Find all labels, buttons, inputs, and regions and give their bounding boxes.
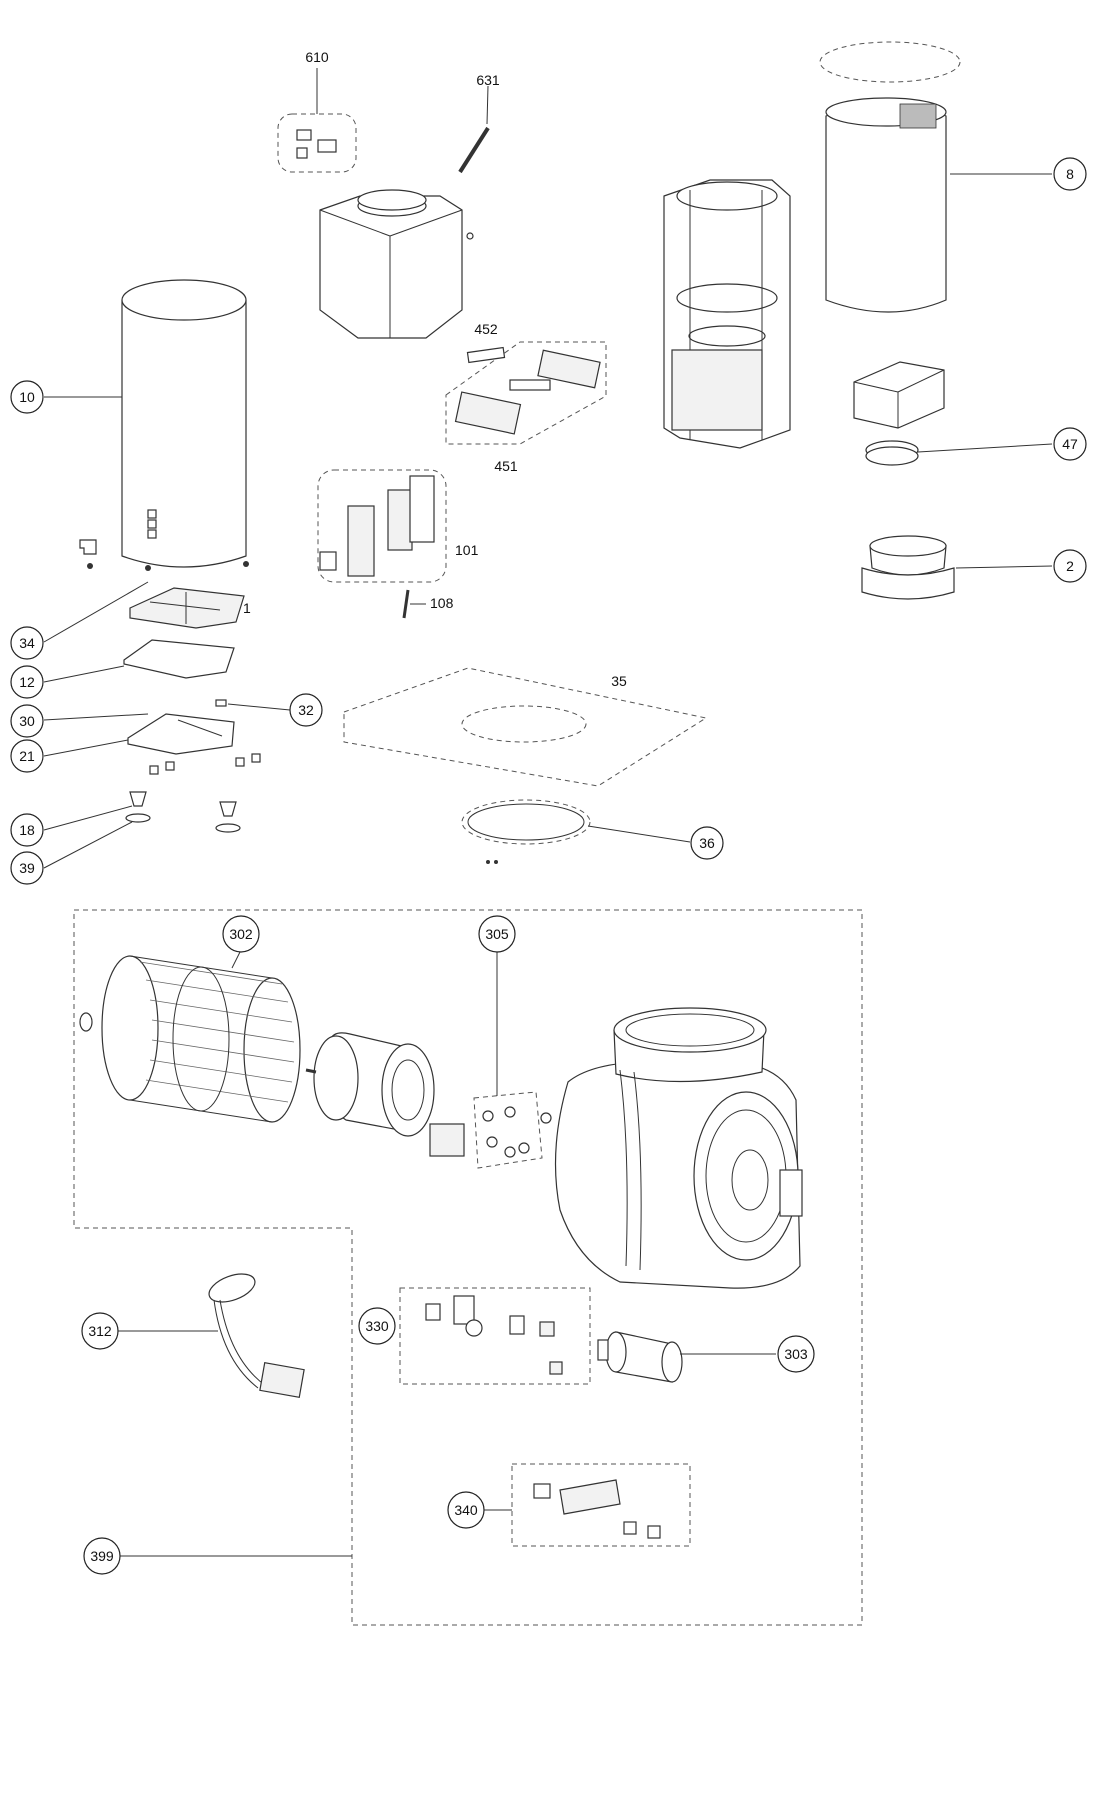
- part-chimney-clip: [79, 539, 249, 571]
- callout-34-leader: [43, 581, 149, 643]
- part-top-ring: [819, 41, 961, 83]
- callout-10: 10: [19, 389, 35, 405]
- callout-30: 30: [19, 713, 35, 729]
- part-340-motor-board: [484, 1463, 691, 1547]
- callout-451: 451: [494, 458, 518, 474]
- part-330-accessory-kit: [399, 1287, 591, 1385]
- callout-47: 47: [1062, 436, 1078, 452]
- callout-36: 36: [699, 835, 715, 851]
- callout-34: 34: [19, 635, 35, 651]
- callout-610: 610: [305, 49, 329, 65]
- callout-340-circle: [447, 1491, 485, 1529]
- callout-1: 1: [243, 600, 251, 616]
- callout-452: 452: [474, 321, 498, 337]
- callout-330-circle: [358, 1307, 396, 1345]
- callout-399-circle: [83, 1537, 121, 1575]
- part-303-capacitor: [597, 1331, 776, 1383]
- callout-39-circle: [10, 851, 44, 885]
- callout-32: 32: [298, 702, 314, 718]
- callout-108: 108: [430, 595, 454, 611]
- part-47-ring: [865, 440, 1053, 466]
- motor-kit-399-outline: [73, 909, 863, 1626]
- callout-302-circle: [222, 915, 260, 953]
- part-2-duct-adapter: [861, 535, 1053, 600]
- part-312-power-cable: [118, 1273, 305, 1398]
- callout-8-circle: [1053, 157, 1087, 191]
- part-1-grease-filter: [129, 587, 245, 629]
- callout-303: 303: [784, 1346, 808, 1362]
- part-610-bracket-kit: [277, 68, 357, 173]
- callout-305: 305: [485, 926, 509, 942]
- callout-12: 12: [19, 674, 35, 690]
- callout-39: 39: [19, 860, 35, 876]
- part-101-electronics: [317, 469, 447, 583]
- callout-30-leader: [43, 713, 149, 721]
- part-fan-motor: [305, 1032, 465, 1157]
- part-35-ceiling-template: [343, 667, 708, 787]
- callout-2: 2: [1066, 558, 1074, 574]
- callout-101: 101: [455, 542, 479, 558]
- callout-302: 302: [229, 926, 253, 942]
- part-inner-frame: [663, 179, 791, 449]
- callout-47-circle: [1053, 427, 1087, 461]
- callout-631: 631: [476, 72, 500, 88]
- part-12-filter-frame: [43, 639, 235, 683]
- callout-8: 8: [1066, 166, 1074, 182]
- part-32-clip: [215, 699, 291, 711]
- part-305-screw-kit: [473, 952, 552, 1169]
- part-10-lower-chimney: [44, 279, 247, 568]
- callout-12-circle: [10, 665, 44, 699]
- callout-18-circle: [10, 813, 44, 847]
- part-36-mounting-ring: [461, 799, 691, 864]
- part-blower-housing: [554, 1007, 803, 1289]
- callout-305-circle: [478, 915, 516, 953]
- part-21-light-panel: [43, 713, 261, 775]
- callout-2-circle: [1053, 549, 1087, 583]
- callout-312: 312: [88, 1323, 112, 1339]
- part-8-upper-chimney: [825, 97, 1052, 313]
- callout-18: 18: [19, 822, 35, 838]
- callout-340: 340: [454, 1502, 478, 1518]
- part-108-screw: [402, 589, 426, 619]
- callout-35: 35: [611, 673, 627, 689]
- part-302-fan-wheel: [79, 949, 301, 1123]
- callout-30-circle: [10, 704, 44, 738]
- part-631-rod: [458, 85, 490, 174]
- part-18-lamps: [43, 791, 241, 869]
- callout-10-circle: [10, 380, 44, 414]
- callout-36-circle: [690, 826, 724, 860]
- callout-21-circle: [10, 739, 44, 773]
- callout-312-circle: [81, 1312, 119, 1350]
- callout-330: 330: [365, 1318, 389, 1334]
- part-451-control-assembly: [445, 341, 607, 445]
- callout-21: 21: [19, 748, 35, 764]
- part-motor-housing-box: [319, 189, 474, 339]
- callout-34-circle: [10, 626, 44, 660]
- part-charcoal-filter-box: [853, 361, 945, 429]
- callout-32-circle: [289, 693, 323, 727]
- callout-303-circle: [777, 1335, 815, 1373]
- callout-399: 399: [90, 1548, 114, 1564]
